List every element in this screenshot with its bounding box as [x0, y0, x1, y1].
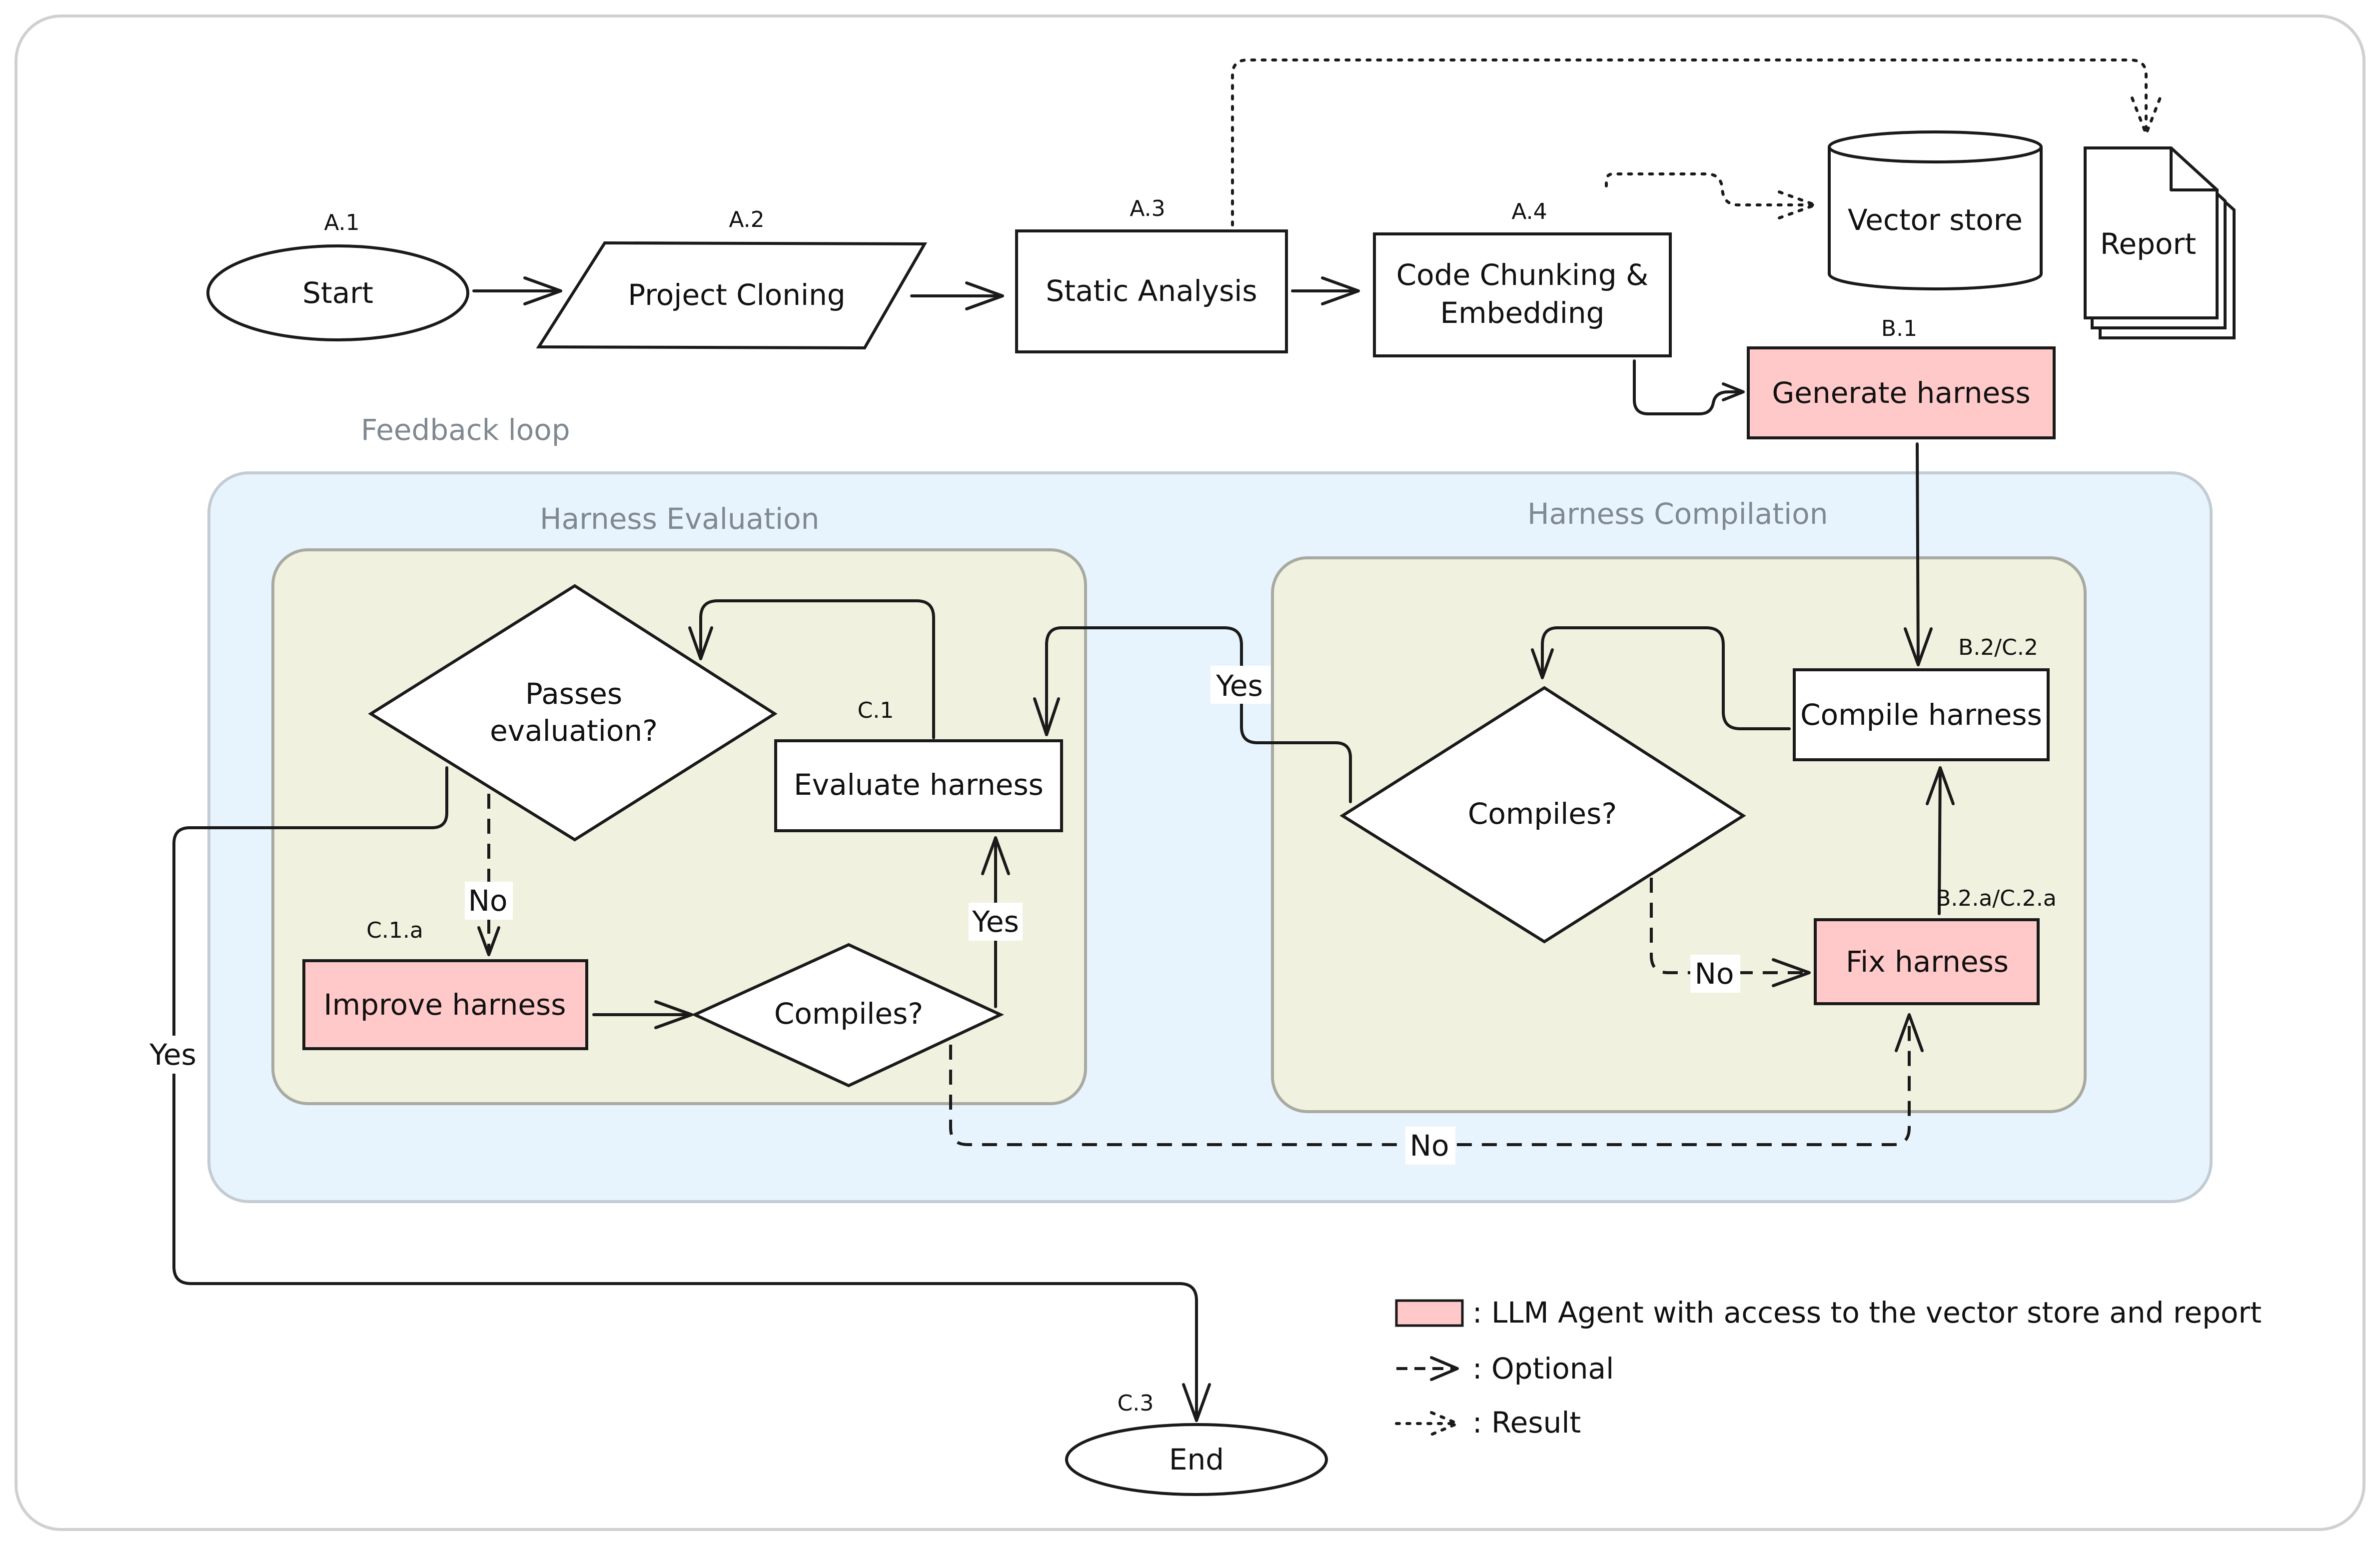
harness-compilation-title: Harness Compilation	[1527, 497, 1828, 531]
passes-evaluation-label-1: Passes	[525, 677, 622, 711]
code-chunking-tag: A.4	[1511, 199, 1547, 224]
vector-store-node: Vector store	[1828, 130, 2043, 290]
evaluate-harness-label: Evaluate harness	[794, 768, 1044, 802]
code-chunking-node: Code Chunking & Embedding A.4	[1373, 199, 1672, 357]
passes-evaluation-decision: Passes evaluation?	[368, 584, 778, 842]
edge-compile-to-compiles-right	[1531, 626, 1791, 730]
feedback-loop-title: Feedback loop	[361, 413, 570, 447]
edge-static-to-chunking	[1291, 276, 1360, 305]
edge-chunking-to-generate	[1633, 359, 1745, 415]
svg-text:No: No	[468, 884, 508, 918]
legend-result: : Result	[1395, 1406, 1581, 1440]
edge-cloning-to-static	[910, 281, 1004, 310]
edge-label-no-passes: No	[465, 882, 513, 920]
legend: : LLM Agent with access to the vector st…	[1395, 1296, 2262, 1440]
svg-text:Yes: Yes	[149, 1038, 196, 1072]
static-analysis-label: Static Analysis	[1046, 274, 1257, 308]
svg-text:No: No	[1410, 1129, 1449, 1163]
vector-store-label: Vector store	[1848, 203, 2023, 237]
report-node: Report	[2084, 146, 2236, 339]
edge-compiles-right-no-to-fix	[1650, 878, 1811, 987]
project-cloning-label: Project Cloning	[628, 278, 845, 312]
edge-chunking-to-vector	[1605, 172, 1817, 219]
harness-evaluation-title: Harness Evaluation	[540, 502, 819, 536]
edge-evaluate-to-passes	[688, 599, 935, 739]
start-label: Start	[302, 276, 373, 310]
start-node: Start A.1	[206, 210, 469, 341]
generate-harness-tag: B.1	[1881, 316, 1917, 341]
svg-text:No: No	[1695, 957, 1734, 991]
evaluate-harness-tag: C.1	[858, 698, 894, 723]
compile-harness-node: Compile harness B.2/C.2	[1793, 635, 2050, 761]
edge-fix-to-compile	[1926, 766, 1955, 915]
edge-static-to-report	[1231, 58, 2162, 226]
edge-start-to-cloning	[472, 276, 562, 305]
legend-result-text: : Result	[1472, 1406, 1581, 1440]
start-tag: A.1	[324, 210, 359, 235]
edge-label-yes-end: Yes	[143, 1036, 205, 1074]
fix-harness-node: Fix harness B.2.a/C.2.a	[1814, 886, 2057, 1005]
legend-optional: : Optional	[1396, 1352, 1614, 1386]
svg-text:Yes: Yes	[1215, 669, 1263, 703]
improve-harness-label: Improve harness	[324, 988, 566, 1022]
code-chunking-label-1: Code Chunking &	[1396, 258, 1649, 292]
project-cloning-node: Project Cloning A.2	[536, 207, 928, 350]
static-analysis-tag: A.3	[1130, 196, 1165, 221]
report-label: Report	[2100, 227, 2196, 261]
static-analysis-node: Static Analysis A.3	[1015, 196, 1288, 353]
project-cloning-tag: A.2	[729, 207, 764, 232]
fix-harness-tag: B.2.a/C.2.a	[1936, 886, 2057, 911]
legend-llm-text: : LLM Agent with access to the vector st…	[1472, 1296, 2262, 1330]
evaluate-harness-node: Evaluate harness C.1	[774, 698, 1063, 832]
legend-optional-text: : Optional	[1472, 1352, 1614, 1386]
edge-label-yes-compiles-left: Yes	[969, 903, 1023, 941]
compiles-left-label: Compiles?	[774, 997, 923, 1031]
edge-passes-no-to-improve	[477, 794, 500, 956]
code-chunking-label-2: Embedding	[1440, 296, 1605, 330]
edge-label-no-right: No	[1690, 955, 1740, 993]
generate-harness-label: Generate harness	[1772, 376, 2030, 410]
fix-harness-label: Fix harness	[1846, 945, 2009, 979]
end-label: End	[1169, 1443, 1224, 1477]
edge-compiles-left-no-to-fix	[949, 1013, 1924, 1146]
legend-llm: : LLM Agent with access to the vector st…	[1395, 1296, 2262, 1330]
edge-generate-to-compile	[1904, 442, 1933, 666]
compile-harness-tag: B.2/C.2	[1958, 635, 2038, 660]
generate-harness-node: Generate harness B.1	[1747, 316, 2056, 439]
edge-label-no-bottom: No	[1405, 1127, 1455, 1165]
compiles-left-decision: Compiles?	[691, 943, 1005, 1088]
end-tag: C.3	[1118, 1391, 1154, 1416]
end-node: End C.3	[1065, 1391, 1328, 1496]
svg-text:Yes: Yes	[972, 905, 1019, 939]
compiles-right-decision: Compiles?	[1339, 686, 1746, 944]
edge-label-yes-to-evaluate: Yes	[1210, 666, 1270, 704]
compiles-right-label: Compiles?	[1468, 797, 1617, 831]
improve-harness-node: Improve harness C.1.a	[302, 918, 588, 1050]
compile-harness-label: Compile harness	[1800, 698, 2042, 732]
improve-harness-tag: C.1.a	[366, 918, 423, 943]
passes-evaluation-label-2: evaluation?	[490, 714, 658, 748]
